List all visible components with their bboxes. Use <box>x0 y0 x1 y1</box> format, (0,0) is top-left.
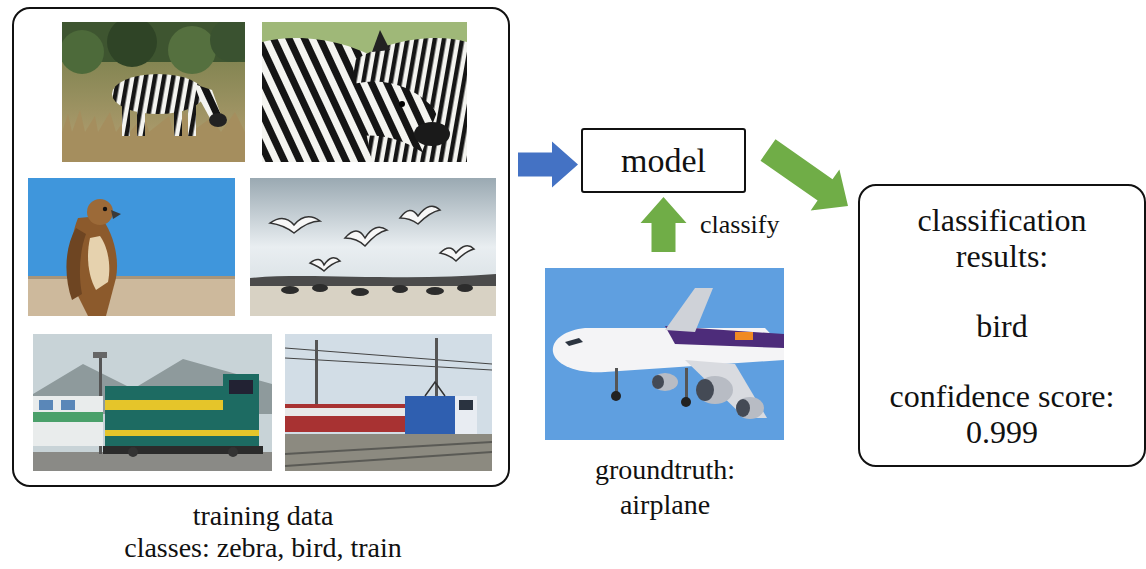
model-box: model <box>581 128 746 193</box>
node-text: confidence score: 0.999 <box>870 378 1134 450</box>
caption-group: groundtruth: airplane <box>565 452 765 522</box>
node-text: classes: zebra, bird, train <box>0 532 532 564</box>
block-arrow <box>641 197 687 252</box>
node-text: training data <box>0 500 532 532</box>
seagulls-photo <box>250 178 496 316</box>
zebra-photo <box>60 17 254 162</box>
train-photo <box>285 334 492 471</box>
node-text: bird <box>872 308 1132 344</box>
test-image-box: groundtruth: airplane <box>545 268 784 440</box>
edge-label: classify <box>697 210 782 240</box>
hawk-photo <box>28 178 235 316</box>
node-text: classification results: <box>887 202 1117 274</box>
train-photo <box>33 334 272 471</box>
block-arrow <box>761 139 849 210</box>
results-box: classification results: bird confidence sc… <box>858 184 1146 467</box>
training-data-box: training dataclasses: zebra, bird, train <box>12 7 510 487</box>
zebra-photo <box>262 22 467 162</box>
airplane-photo <box>545 268 784 440</box>
node-text: model <box>621 141 706 181</box>
node-text: groundtruth: airplane <box>565 452 765 522</box>
caption-group: training dataclasses: zebra, bird, train <box>0 500 532 564</box>
block-arrow <box>518 142 578 188</box>
